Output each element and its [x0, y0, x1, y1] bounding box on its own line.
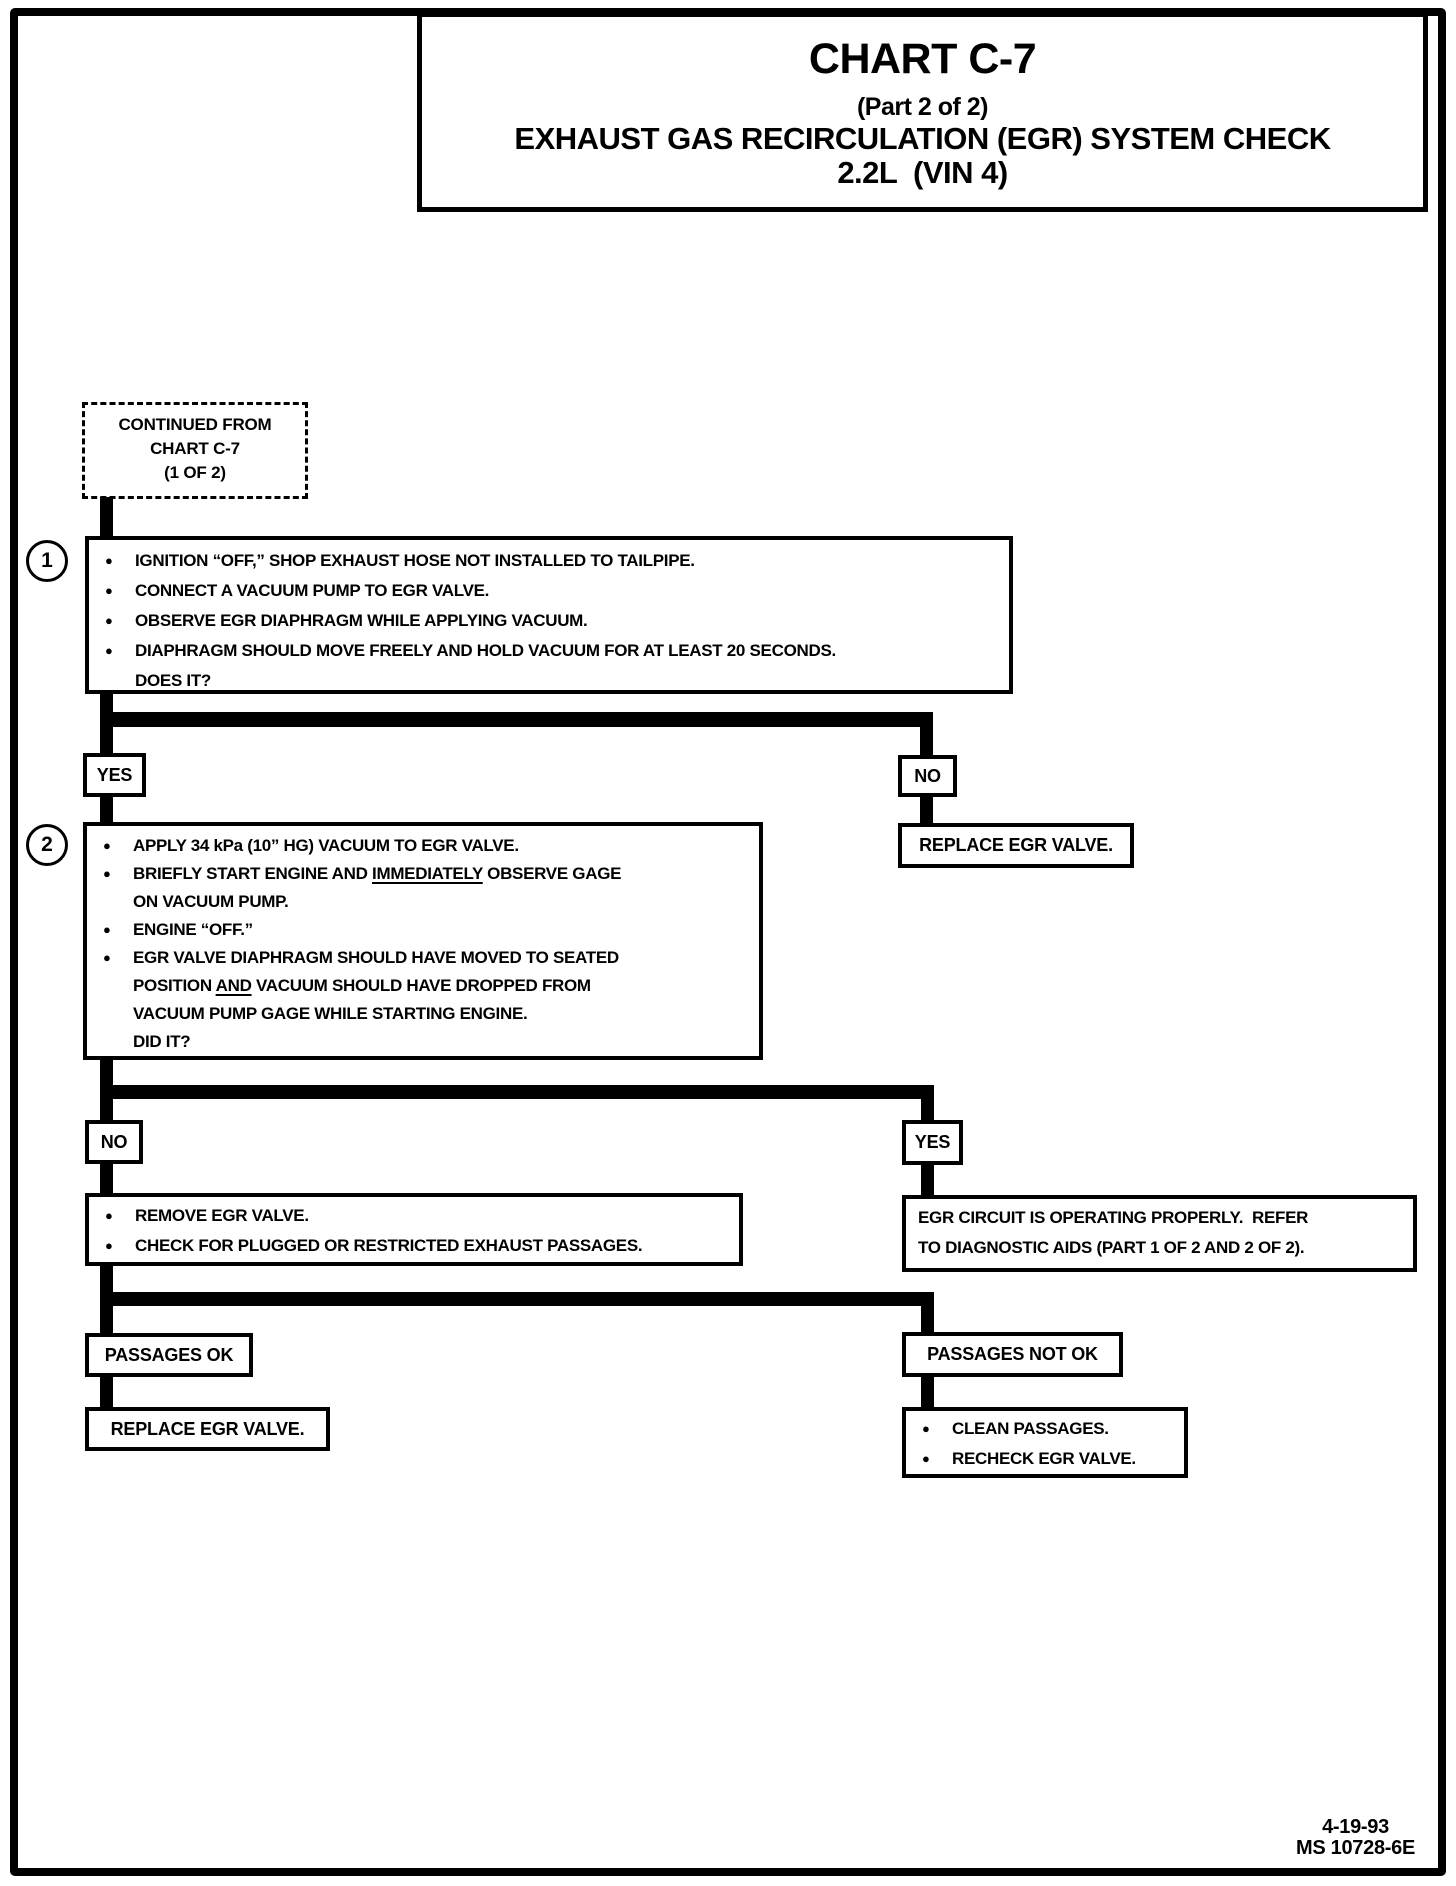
- chart-system-subtitle: EXHAUST GAS RECIRCULATION (EGR) SYSTEM C…: [514, 121, 1331, 156]
- bullet-item: OBSERVE EGR DIAPHRAGM WHILE APPLYING VAC…: [89, 606, 999, 636]
- decision-yes-1: YES: [83, 753, 146, 797]
- step-2-number-badge: 2: [26, 824, 68, 866]
- decision-label: YES: [914, 1132, 951, 1152]
- bullet-item: RECHECK EGR VALVE.: [906, 1444, 1174, 1474]
- action-label: REPLACE EGR VALVE.: [110, 1418, 305, 1439]
- decision-no-2: NO: [85, 1120, 143, 1164]
- flow-connector: [100, 1085, 934, 1099]
- flow-connector: [921, 1163, 934, 1198]
- decision-label: NO: [100, 1131, 128, 1152]
- bullet-item: CHECK FOR PLUGGED OR RESTRICTED EXHAUST …: [89, 1231, 729, 1261]
- bullet-item: DIAPHRAGM SHOULD MOVE FREELY AND HOLD VA…: [89, 636, 999, 696]
- bullet-item: IGNITION “OFF,” SHOP EXHAUST HOSE NOT IN…: [89, 546, 999, 576]
- chart-part-subtitle: (Part 2 of 2): [856, 93, 989, 121]
- decision-yes-2: YES: [902, 1120, 963, 1165]
- clean-passages-box: CLEAN PASSAGES.RECHECK EGR VALVE.: [902, 1407, 1188, 1478]
- bullet-item: CLEAN PASSAGES.: [906, 1414, 1174, 1444]
- bullet-item: ENGINE “OFF.”: [87, 916, 749, 944]
- step-1-number-badge: 1: [26, 540, 68, 582]
- flow-connector: [100, 1292, 934, 1306]
- flow-connector: [100, 497, 113, 538]
- egr-circuit-ok-box: EGR CIRCUIT IS OPERATING PROPERLY. REFER…: [902, 1195, 1417, 1272]
- continued-from-line: CHART C-7: [150, 439, 240, 458]
- bullet-item: REMOVE EGR VALVE.: [89, 1201, 729, 1231]
- replace-egr-valve-box-top: REPLACE EGR VALVE.: [898, 823, 1134, 868]
- decision-label: PASSAGES OK: [104, 1344, 234, 1365]
- continued-from-box: CONTINUED FROM CHART C-7 (1 OF 2): [82, 402, 308, 499]
- replace-egr-valve-box-bottom: REPLACE EGR VALVE.: [85, 1407, 330, 1451]
- step-2-bullet-list: APPLY 34 kPa (10” HG) VACUUM TO EGR VALV…: [87, 826, 759, 1056]
- action-label: REPLACE EGR VALVE.: [919, 835, 1113, 855]
- flow-connector: [100, 1375, 113, 1410]
- remove-bullet-list: REMOVE EGR VALVE.CHECK FOR PLUGGED OR RE…: [89, 1197, 739, 1261]
- step-number: 1: [41, 549, 53, 572]
- flow-connector: [921, 1292, 934, 1335]
- footer-block: 4-19-93 MS 10728-6E: [1268, 1817, 1443, 1859]
- flow-connector: [921, 1375, 934, 1410]
- step-1-box: IGNITION “OFF,” SHOP EXHAUST HOSE NOT IN…: [85, 536, 1013, 694]
- continued-from-line: CONTINUED FROM: [118, 415, 272, 434]
- flow-connector: [100, 712, 933, 727]
- step-1-bullet-list: IGNITION “OFF,” SHOP EXHAUST HOSE NOT IN…: [89, 540, 1009, 696]
- step-2-box: APPLY 34 kPa (10” HG) VACUUM TO EGR VALV…: [83, 822, 763, 1060]
- decision-label: NO: [914, 765, 941, 786]
- title-box: CHART C-7 (Part 2 of 2) EXHAUST GAS RECI…: [417, 12, 1428, 212]
- continued-from-line: (1 OF 2): [164, 463, 226, 482]
- flow-connector: [921, 1085, 934, 1123]
- chart-engine-subtitle: 2.2L (VIN 4): [837, 155, 1008, 190]
- decision-passages-not-ok: PASSAGES NOT OK: [902, 1332, 1123, 1377]
- footer-date: 4-19-93: [1322, 1816, 1389, 1838]
- bullet-item: CONNECT A VACUUM PUMP TO EGR VALVE.: [89, 576, 999, 606]
- flow-connector: [920, 712, 933, 758]
- bullet-item: APPLY 34 kPa (10” HG) VACUUM TO EGR VALV…: [87, 832, 749, 860]
- decision-passages-ok: PASSAGES OK: [85, 1333, 253, 1377]
- flow-connector: [100, 1162, 113, 1196]
- decision-label: YES: [96, 764, 133, 785]
- bullet-item: EGR VALVE DIAPHRAGM SHOULD HAVE MOVED TO…: [87, 944, 749, 1056]
- decision-no-1: NO: [898, 755, 957, 797]
- flow-connector: [920, 795, 933, 826]
- bullet-item: BRIEFLY START ENGINE AND IMMEDIATELY OBS…: [87, 860, 749, 916]
- flow-connector: [100, 795, 113, 824]
- remove-egr-valve-box: REMOVE EGR VALVE.CHECK FOR PLUGGED OR RE…: [85, 1193, 743, 1266]
- chart-title: CHART C-7: [808, 35, 1037, 83]
- decision-label: PASSAGES NOT OK: [927, 1344, 1098, 1364]
- step-number: 2: [41, 833, 53, 856]
- footer-doc-id: MS 10728-6E: [1296, 1837, 1415, 1859]
- clean-bullet-list: CLEAN PASSAGES.RECHECK EGR VALVE.: [906, 1411, 1184, 1474]
